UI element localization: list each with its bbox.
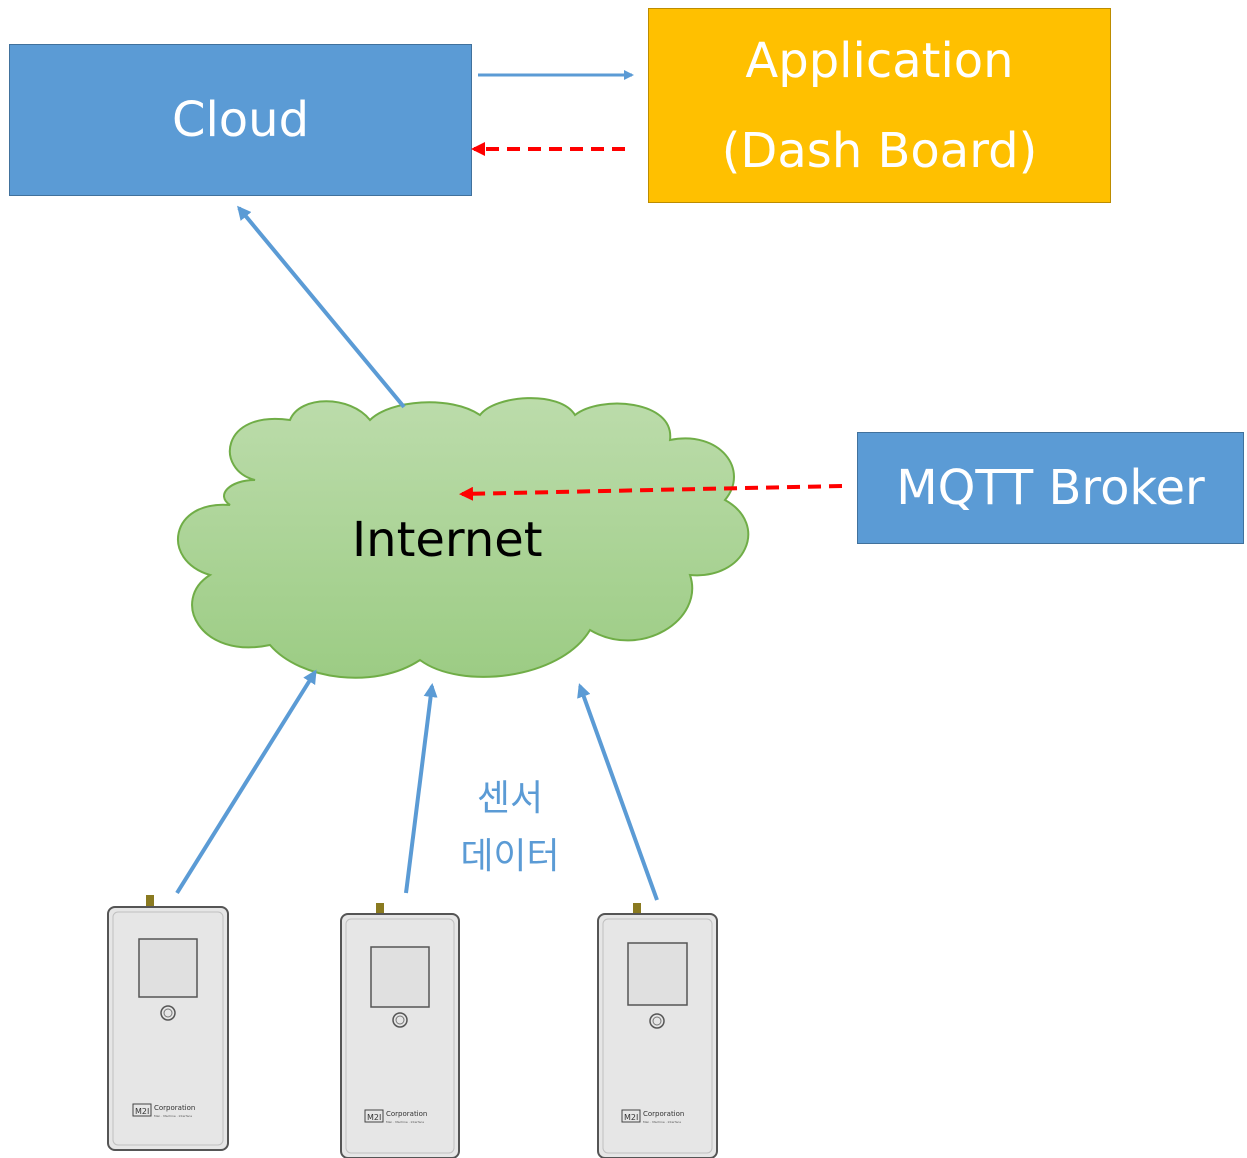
sensor-device-icon: M2I Corporation Man · Machine · Interfac… [340,903,460,1158]
svg-text:Man · Machine · Interface: Man · Machine · Interface [386,1120,424,1124]
dashboard-label: (Dash Board) [721,122,1038,179]
sensor-device-icon: M2I Corporation Man · Machine · Interfac… [107,895,229,1151]
svg-text:Man · Machine · Interface: Man · Machine · Interface [643,1120,681,1124]
cloud-label: Cloud [171,92,310,148]
internet-to-cloud-arrow [237,205,406,409]
sensor-data-line2: 데이터 [460,836,560,877]
sensor-data-label: 센서 데이터 [440,770,580,886]
device-logo: M2I Corporation Man · Machine · Interfac… [132,1103,195,1118]
application-node: Application (Dash Board) [648,8,1111,203]
internet-cloud-icon [176,397,750,679]
svg-text:Corporation: Corporation [643,1110,684,1118]
application-label: Application [745,32,1014,89]
svg-text:M2I: M2I [624,1113,638,1122]
svg-text:Man · Machine · Interface: Man · Machine · Interface [154,1114,192,1118]
device-logo: M2I Corporation Man · Machine · Interfac… [621,1109,684,1124]
svg-text:Corporation: Corporation [386,1110,427,1118]
cloud-node: Cloud [9,44,472,196]
mqtt-broker-node: MQTT Broker [857,432,1244,544]
device3-to-internet-arrow [577,683,659,901]
svg-text:Corporation: Corporation [154,1104,195,1112]
svg-text:M2I: M2I [367,1113,381,1122]
device1-to-internet-arrow [175,669,317,895]
internet-label: Internet [352,512,543,568]
sensor-device-icon: M2I Corporation Man · Machine · Interfac… [597,903,718,1158]
sensor-data-line1: 센서 [476,778,544,819]
svg-text:M2I: M2I [135,1107,149,1116]
device2-to-internet-arrow [404,683,438,894]
device-logo: M2I Corporation Man · Machine · Interfac… [364,1109,427,1124]
mqtt-to-internet-arrow [459,484,843,501]
mqtt-broker-label: MQTT Broker [896,460,1205,516]
